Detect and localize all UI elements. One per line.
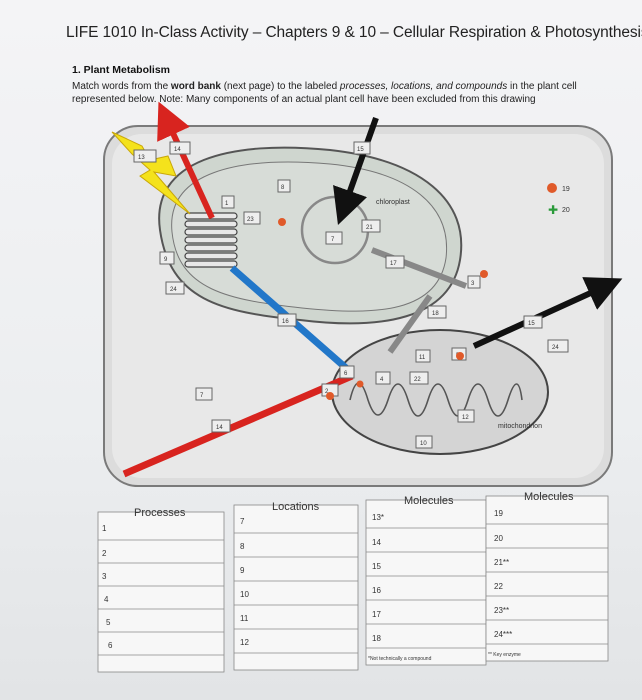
box-21: 21 xyxy=(366,225,373,231)
molecules-table-1 xyxy=(365,499,487,666)
number-boxes: 13 14 1 8 23 15 21 7 17 3 9 24 16 18 15 … xyxy=(133,141,569,449)
box-14b: 14 xyxy=(216,425,223,431)
table-text: Processes Locations Molecules Molecules … xyxy=(102,491,574,662)
legend-19-text: 19 xyxy=(562,186,570,193)
molecule-row-20: 20 xyxy=(494,534,503,543)
location-row-10: 10 xyxy=(240,590,249,599)
process-row-1: 1 xyxy=(102,524,107,533)
box-3: 3 xyxy=(471,281,475,287)
box-23: 23 xyxy=(247,217,254,223)
box-12: 12 xyxy=(462,415,469,421)
location-row-12: 12 xyxy=(240,638,249,647)
molecule-row-22: 22 xyxy=(494,582,503,591)
box-6: 6 xyxy=(344,371,348,377)
molecule-row-19: 19 xyxy=(494,509,503,518)
svg-text:✚: ✚ xyxy=(548,203,558,217)
location-row-9: 9 xyxy=(240,566,245,575)
box-11: 11 xyxy=(419,355,426,361)
page-title: LIFE 1010 In-Class Activity – Chapters 9… xyxy=(66,24,642,41)
mitochondrion-outer xyxy=(331,329,549,455)
molecules-table-2 xyxy=(485,495,609,662)
transport-arrow-2 xyxy=(387,294,433,354)
co2-arrow-black xyxy=(333,116,379,225)
box-2: 2 xyxy=(325,389,329,395)
box-13: 13 xyxy=(138,155,145,161)
box-17: 17 xyxy=(390,261,397,267)
instr-italic: processes, locations, and compounds xyxy=(339,81,508,92)
box-4: 4 xyxy=(380,377,384,383)
processes-header: Processes xyxy=(134,507,186,519)
locations-header: Locations xyxy=(272,501,320,513)
answer-tables xyxy=(97,495,609,673)
instructions: Match words from the word bank (next pag… xyxy=(72,80,632,106)
box-9: 9 xyxy=(164,257,168,263)
box-1: 1 xyxy=(225,201,229,207)
box-18: 18 xyxy=(432,311,439,317)
locations-table xyxy=(233,504,359,671)
footnote-compound: *Not technically a compound xyxy=(368,656,432,662)
thylakoid-stack xyxy=(184,212,238,268)
chloroplast-label: chloroplast xyxy=(376,199,410,206)
mitochondrion-label: mitochondrion xyxy=(498,423,542,430)
box-15: 15 xyxy=(357,147,364,153)
legend-19: 19 xyxy=(547,183,570,193)
legend-20-text: 20 xyxy=(562,207,570,214)
location-row-11: 11 xyxy=(240,614,249,623)
instr-text-1: Match words from the xyxy=(72,81,171,92)
box-10: 10 xyxy=(420,441,427,447)
box-24a: 24 xyxy=(170,287,177,293)
box-8: 8 xyxy=(281,185,285,191)
mitochondrion-cristae xyxy=(349,382,523,417)
molecule-glyphs xyxy=(278,218,488,400)
plant-cell-diagram: chloroplast mitochondrion 19 ✚ 20 13 14 … xyxy=(97,101,623,673)
box-22: 22 xyxy=(414,377,421,383)
legend-20: ✚ 20 xyxy=(548,203,570,217)
molecule-row-21: 21** xyxy=(494,558,509,567)
box-15b: 15 xyxy=(528,321,535,327)
process-row-3: 3 xyxy=(102,572,107,581)
molecule-row-23: 23** xyxy=(494,606,509,615)
section-heading: 1. Plant Metabolism xyxy=(72,64,171,76)
instr-text-2: (next page) to the labeled xyxy=(220,81,340,92)
box-24b: 24 xyxy=(552,345,559,351)
instr-text-3: in the plant cell represented below. Not… xyxy=(72,81,577,105)
box-16: 16 xyxy=(282,319,289,325)
box-7b: 7 xyxy=(200,393,204,399)
oxygen-arrow-red xyxy=(122,372,354,478)
box-7: 7 xyxy=(331,237,335,243)
process-row-2: 2 xyxy=(102,549,107,558)
molecule-row-17: 17 xyxy=(372,610,381,619)
molecules-header-1: Molecules xyxy=(404,495,454,507)
process-row-6: 6 xyxy=(108,641,113,650)
molecule-row-13: 13* xyxy=(372,513,384,522)
location-row-8: 8 xyxy=(240,542,245,551)
molecule-row-16: 16 xyxy=(372,586,381,595)
molecule-row-15: 15 xyxy=(372,562,381,571)
process-row-4: 4 xyxy=(104,595,109,604)
molecules-header-2: Molecules xyxy=(524,491,574,503)
molecule-row-14: 14 xyxy=(372,538,381,547)
molecule-row-18: 18 xyxy=(372,634,381,643)
process-row-5: 5 xyxy=(106,618,111,627)
footnote-enzyme: ** Key enzyme xyxy=(488,652,521,658)
box-14: 14 xyxy=(174,147,181,153)
light-arrow-red xyxy=(157,101,215,220)
location-row-7: 7 xyxy=(240,517,245,526)
processes-table xyxy=(97,511,225,673)
instr-bold: word bank xyxy=(170,81,221,92)
molecule-row-24: 24*** xyxy=(494,630,512,639)
